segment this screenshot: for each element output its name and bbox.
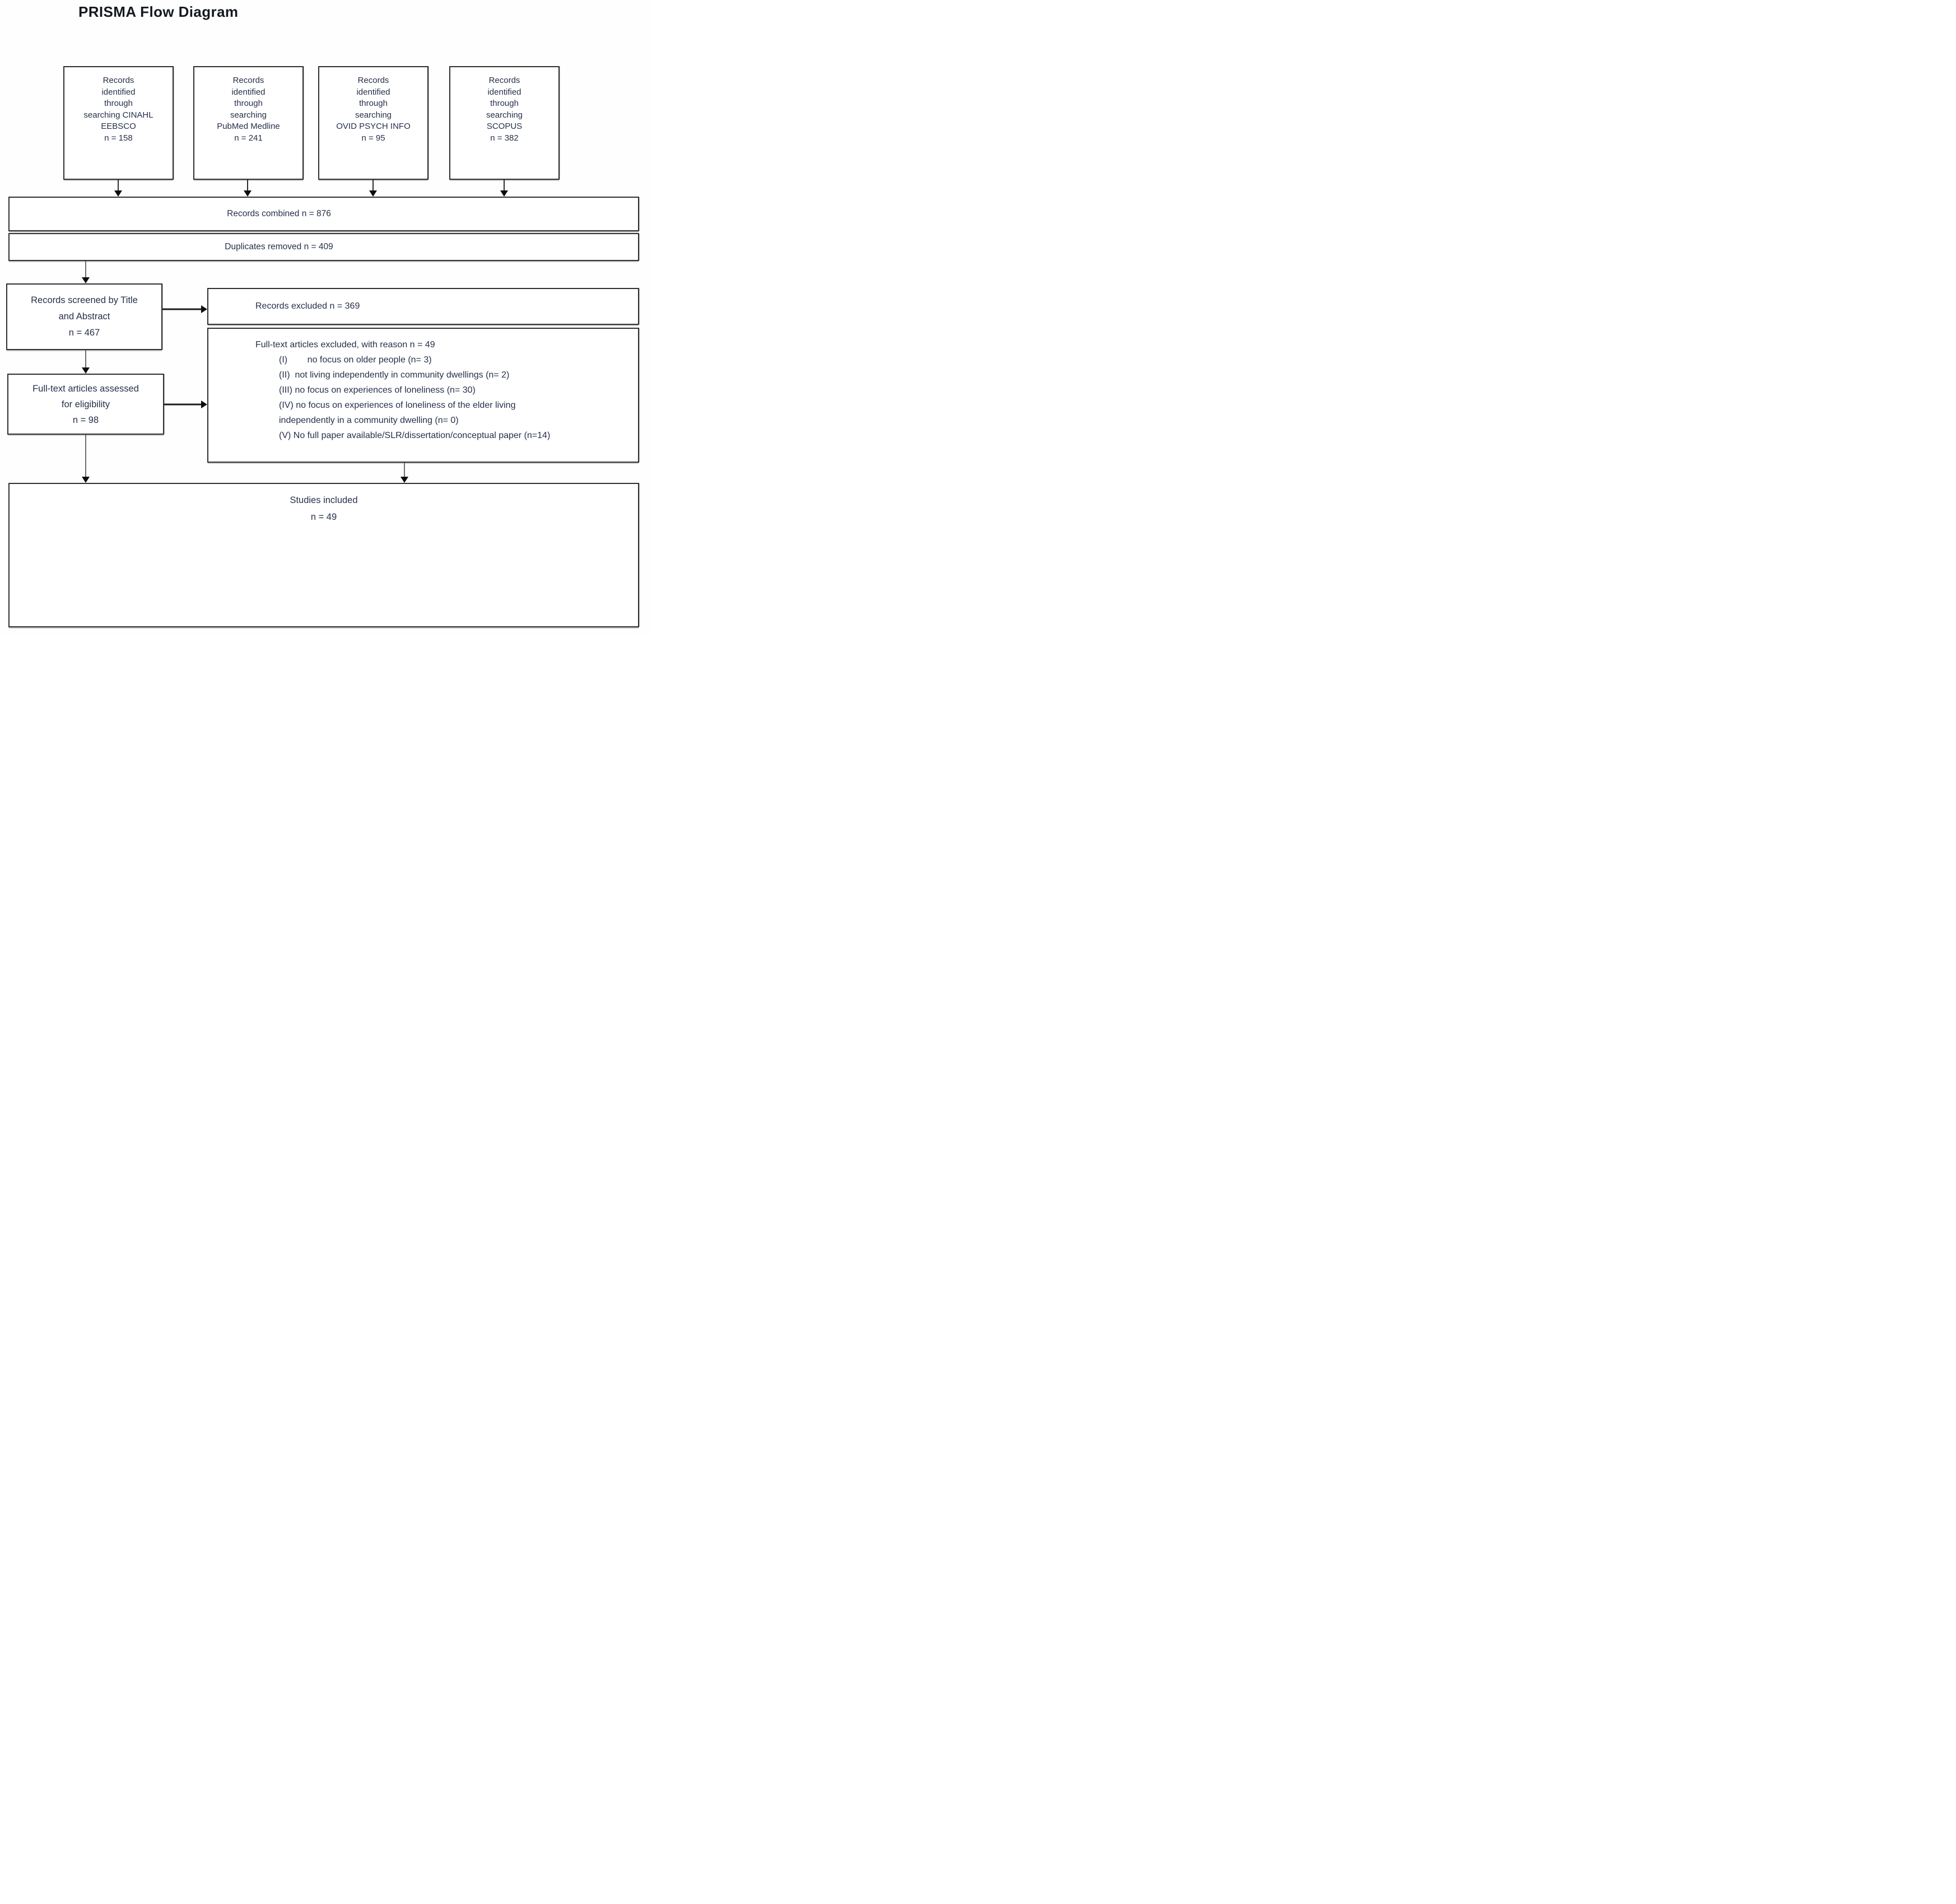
records-screened-box: Records screened by Title and Abstract n… [6, 283, 162, 350]
source-box-line: Records [103, 76, 134, 85]
arrow-down-icon [244, 180, 252, 197]
records-excluded-box: Records excluded n = 369 [207, 288, 639, 325]
source-box-line: searching [230, 110, 267, 120]
studies-included-label: Studies included [290, 495, 358, 505]
arrow-down-icon [82, 350, 90, 374]
source-box-line: through [490, 99, 519, 108]
source-box-line: searching [486, 110, 523, 120]
records-excluded-label: Records excluded n = 369 [255, 301, 360, 311]
exclusion-reason: (V) No full paper available/SLR/disserta… [279, 431, 551, 440]
source-box-line: identified [487, 87, 521, 97]
duplicates-removed-label: Duplicates removed n = 409 [225, 242, 333, 252]
source-box-line: Records [232, 76, 264, 85]
source-box-line: OVID PSYCH INFO [336, 122, 411, 131]
source-box-line: identified [231, 87, 266, 97]
source-box-line: SCOPUS [486, 122, 523, 131]
source-box-line: EEBSCO [101, 122, 136, 131]
source-box-count: n = 382 [490, 133, 519, 143]
source-box-line: Records [488, 76, 520, 85]
arrow-down-icon [82, 261, 90, 283]
records-screened-line: and Abstract [58, 311, 110, 322]
source-box-line: through [234, 99, 263, 108]
exclusion-reason: (IV) no focus on experiences of loneline… [279, 401, 516, 410]
arrow-right-icon [164, 400, 207, 409]
source-box-line: searching [355, 110, 392, 120]
source-box-count: n = 241 [234, 133, 263, 143]
exclusion-reason: (II) not living independently in communi… [279, 370, 510, 380]
source-box-pubmed: Records identified through searching Pub… [193, 66, 304, 180]
fulltext-excluded-heading: Full-text articles excluded, with reason… [255, 340, 435, 350]
arrow-down-icon [369, 180, 377, 197]
source-box-line: through [359, 99, 388, 108]
arrow-down-icon [82, 435, 90, 483]
source-box-count: n = 95 [361, 133, 385, 143]
source-box-line: through [104, 99, 133, 108]
source-box-cinahl: Records identified through searching CIN… [63, 66, 174, 180]
fulltext-assessed-count: n = 98 [72, 415, 99, 425]
studies-included-count: n = 49 [310, 512, 337, 522]
records-screened-line: Records screened by Title [31, 295, 138, 305]
exclusion-reason-continuation: independently in a community dwelling (n… [279, 416, 459, 425]
source-box-line: PubMed Medline [217, 122, 280, 131]
fulltext-assessed-line: Full-text articles assessed [32, 383, 139, 394]
records-combined-label: Records combined n = 876 [227, 209, 331, 218]
source-box-scopus: Records identified through searching SCO… [449, 66, 560, 180]
arrow-down-icon [114, 180, 122, 197]
fulltext-assessed-box: Full-text articles assessed for eligibil… [7, 374, 164, 435]
source-box-ovid: Records identified through searching OVI… [318, 66, 429, 180]
source-box-line: searching CINAHL [83, 110, 153, 120]
arrow-down-icon [500, 180, 508, 197]
studies-included-box: Studies included n = 49 [8, 483, 639, 627]
records-combined-box: Records combined n = 876 [8, 197, 639, 231]
source-box-line: Records [357, 76, 389, 85]
exclusion-reason: (III) no focus on experiences of lonelin… [279, 385, 476, 395]
duplicates-removed-box: Duplicates removed n = 409 [8, 233, 639, 261]
source-box-line: identified [101, 87, 136, 97]
exclusion-reason: (I) no focus on older people (n= 3) [279, 355, 432, 365]
page-title: PRISMA Flow Diagram [78, 3, 239, 20]
fulltext-assessed-line: for eligibility [61, 399, 110, 409]
prisma-flow-diagram: PRISMA Flow Diagram Records identified t… [0, 0, 652, 635]
source-box-line: identified [356, 87, 390, 97]
arrow-right-icon [162, 305, 207, 314]
fulltext-excluded-box: Full-text articles excluded, with reason… [207, 328, 639, 463]
records-screened-count: n = 467 [68, 328, 100, 338]
source-box-count: n = 158 [104, 133, 133, 143]
arrow-down-icon [400, 463, 408, 483]
